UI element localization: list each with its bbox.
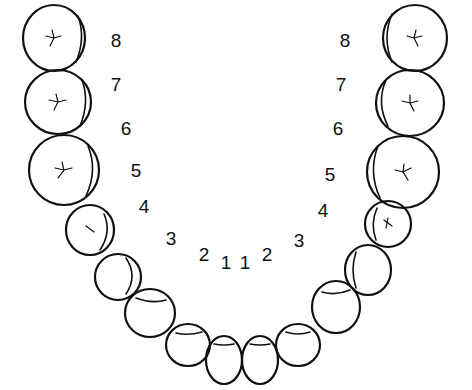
tooth-number: 8 [111, 31, 122, 50]
tooth-number: 3 [294, 231, 305, 250]
tooth-number: 8 [340, 31, 351, 50]
premolar-outline [345, 245, 391, 295]
molar-outline [23, 5, 85, 71]
incisor-outline [276, 324, 320, 366]
tooth-number: 4 [318, 201, 329, 220]
tooth-number: 5 [131, 161, 142, 180]
canine-outline [125, 289, 175, 337]
tooth-number: 5 [325, 165, 336, 184]
fissure-marks [46, 30, 422, 232]
tooth-number: 2 [199, 245, 210, 264]
tooth-number: 1 [240, 253, 251, 272]
molar-outline [383, 5, 447, 71]
cusp-lines [76, 14, 392, 345]
incisor-outline [166, 324, 210, 366]
tooth-number: 4 [139, 197, 150, 216]
premolar-outline [66, 205, 114, 255]
tooth-number: 3 [166, 229, 177, 248]
incisor-outline [242, 336, 278, 384]
tooth-number: 6 [121, 119, 132, 138]
tooth-number: 7 [336, 75, 347, 94]
molar-outline [376, 70, 444, 136]
molar-outline [367, 136, 439, 208]
molar-outline [29, 135, 99, 205]
molar-outline [25, 70, 91, 134]
tooth-number: 1 [221, 253, 232, 272]
tooth-number: 2 [262, 245, 273, 264]
tooth-number: 7 [111, 75, 122, 94]
tooth-number: 6 [333, 119, 344, 138]
incisor-outline [206, 336, 242, 384]
